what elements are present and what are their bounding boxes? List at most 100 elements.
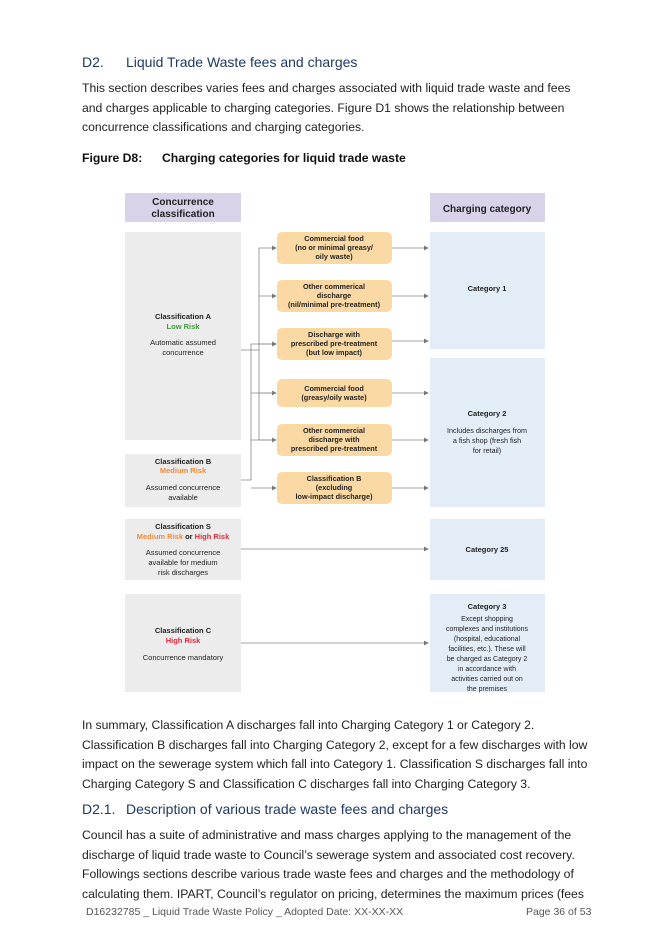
subsection-number: D2.1. xyxy=(82,801,116,817)
classification-c-desc: Concurrence mandatory xyxy=(143,653,224,662)
footer-document-id: D16232785 _ Liquid Trade Waste Policy _ … xyxy=(86,906,404,918)
risk-or: or xyxy=(183,532,195,541)
body-line: discharge of liquid trade waste to Counc… xyxy=(82,847,575,862)
category-3-box xyxy=(430,594,545,692)
category-2-desc: Includes discharges from xyxy=(447,426,527,435)
category-2-desc: a fish shop (fresh fish xyxy=(453,436,521,445)
category-3-desc: be charged as Category 2 xyxy=(447,656,528,663)
classification-s-risk: Medium Risk or High Risk xyxy=(137,532,230,541)
discharge-box-3 xyxy=(277,328,392,360)
summary-paragraph: In summary, Classification A discharges … xyxy=(82,716,602,794)
category-3-desc: Except shopping xyxy=(461,616,513,623)
summary-line: Charging Category S and Classification C… xyxy=(82,776,531,791)
category-3-desc: (hospital, educational xyxy=(454,636,521,643)
category-3-desc: activities carried out on xyxy=(451,676,523,683)
category-3-desc: facilities, etc.). These will xyxy=(448,646,526,653)
footer-page-number: Page 36 of 53 xyxy=(526,906,591,918)
discharge-box-1-line: (no or minimal greasy/ xyxy=(295,243,373,252)
classification-a-risk: Low Risk xyxy=(167,322,201,331)
intro-line: concurrence classifications and charging… xyxy=(82,120,365,134)
category-3-desc: the premises xyxy=(467,686,508,693)
intro-line: This section describes varies fees and c… xyxy=(82,81,571,95)
category-25-box xyxy=(430,519,545,580)
intro-line: and charges applicable to charging categ… xyxy=(82,100,565,115)
section-number: D2. xyxy=(82,54,104,70)
body-line: Council has a suite of administrative an… xyxy=(82,828,572,842)
discharge-box-5-line: Other commercial xyxy=(303,426,365,435)
classification-c-risk: High Risk xyxy=(166,636,201,645)
discharge-box-3-line: prescribed pre-treatment xyxy=(291,339,378,348)
risk-high: High Risk xyxy=(195,532,230,541)
category-3-name: Category 3 xyxy=(468,602,507,611)
figure-caption: Figure D8: Charging categories for liquid… xyxy=(82,151,406,165)
category-2-desc: for retail) xyxy=(473,446,501,455)
body-line: calculating them. IPART, Council’s regul… xyxy=(82,886,584,901)
category-3-desc: in accordance with xyxy=(458,666,516,673)
discharge-box-2-line: Other commerical xyxy=(303,282,365,291)
classification-a-box xyxy=(125,232,241,440)
discharge-box-2 xyxy=(277,280,392,312)
discharge-box-5-line: prescribed pre-treatment xyxy=(291,444,378,453)
figure-title: Charging categories for liquid trade was… xyxy=(162,151,406,165)
summary-line: impact on the sewerage system which fall… xyxy=(82,757,588,771)
connector-b-trunk xyxy=(241,341,277,481)
concurrence-header-line1: Concurrence xyxy=(152,197,214,208)
figure-label: Figure D8: xyxy=(82,151,143,165)
connector-a-trunk xyxy=(241,245,277,351)
subsection-heading: D2.1. Description of various trade waste … xyxy=(82,801,448,817)
classification-c-name: Classification C xyxy=(155,626,212,635)
classification-b-desc: Assumed concurrence xyxy=(146,483,221,492)
discharge-box-3-line: Discharge with xyxy=(308,330,360,339)
classification-s-desc: Assumed concurrence xyxy=(146,548,221,557)
discharge-box-5-line: discharge with xyxy=(308,435,359,444)
concurrence-header-box xyxy=(125,193,241,222)
category-1-box xyxy=(430,232,545,349)
discharge-box-6 xyxy=(277,472,392,504)
category-2-box xyxy=(430,358,545,507)
discharge-box-4-line: (greasy/oily waste) xyxy=(301,393,367,402)
classification-a-desc: Automatic assumed xyxy=(150,338,216,347)
charging-header-text: Charging category xyxy=(443,204,532,215)
discharge-box-1-line: oily waste) xyxy=(315,252,353,261)
discharge-box-6-line: (excluding xyxy=(316,483,353,492)
classification-b-desc: available xyxy=(168,493,198,502)
classification-s-box xyxy=(125,519,241,580)
category-2-name: Category 2 xyxy=(468,409,507,418)
category-25-name: Category 25 xyxy=(466,545,509,554)
section-title: Liquid Trade Waste fees and charges xyxy=(126,54,358,70)
page-prefix: Page xyxy=(526,906,554,918)
discharge-box-2-line: discharge xyxy=(317,291,351,300)
discharge-box-6-line: low-impact discharge) xyxy=(295,492,373,501)
discharge-box-1 xyxy=(277,232,392,264)
discharge-box-1-line: Commercial food xyxy=(304,234,364,243)
summary-line: Classification B discharges fall into Ch… xyxy=(82,737,588,752)
charging-header-box xyxy=(430,193,545,222)
discharge-box-2-line: (nil/minimal pre-treatment) xyxy=(288,300,381,309)
classification-b-name: Classification B xyxy=(155,457,212,466)
page-total: 53 xyxy=(579,906,592,918)
page-of: of xyxy=(565,906,580,918)
summary-line: In summary, Classification A discharges … xyxy=(82,718,535,732)
subsection-title: Description of various trade waste fees … xyxy=(126,801,449,817)
concurrence-header-line2: classification xyxy=(151,209,214,220)
page-current: 36 xyxy=(553,906,566,918)
section-heading: D2. Liquid Trade Waste fees and charges xyxy=(82,54,357,70)
classification-s-name: Classification S xyxy=(155,522,211,531)
classification-a-name: Classification A xyxy=(155,312,212,321)
discharge-box-6-line: Classification B xyxy=(307,474,362,483)
discharge-box-4 xyxy=(277,379,392,407)
classification-s-desc: risk discharges xyxy=(158,568,208,577)
classification-s-desc: available for medium xyxy=(148,558,217,567)
discharge-box-5 xyxy=(277,424,392,456)
classification-b-risk: Medium Risk xyxy=(160,466,207,475)
classification-c-box xyxy=(125,594,241,692)
body-line: Followings sections describe various tra… xyxy=(82,867,574,881)
body-paragraph: Council has a suite of administrative an… xyxy=(82,826,602,904)
classification-a-desc: concurrence xyxy=(162,348,203,357)
intro-paragraph: This section describes varies fees and c… xyxy=(82,79,602,138)
classification-b-box xyxy=(125,454,241,507)
discharge-box-4-line: Commercial food xyxy=(304,384,364,393)
connector-a-branch xyxy=(258,350,277,443)
connectors xyxy=(241,245,429,646)
discharge-box-3-line: (but low impact) xyxy=(306,348,363,357)
